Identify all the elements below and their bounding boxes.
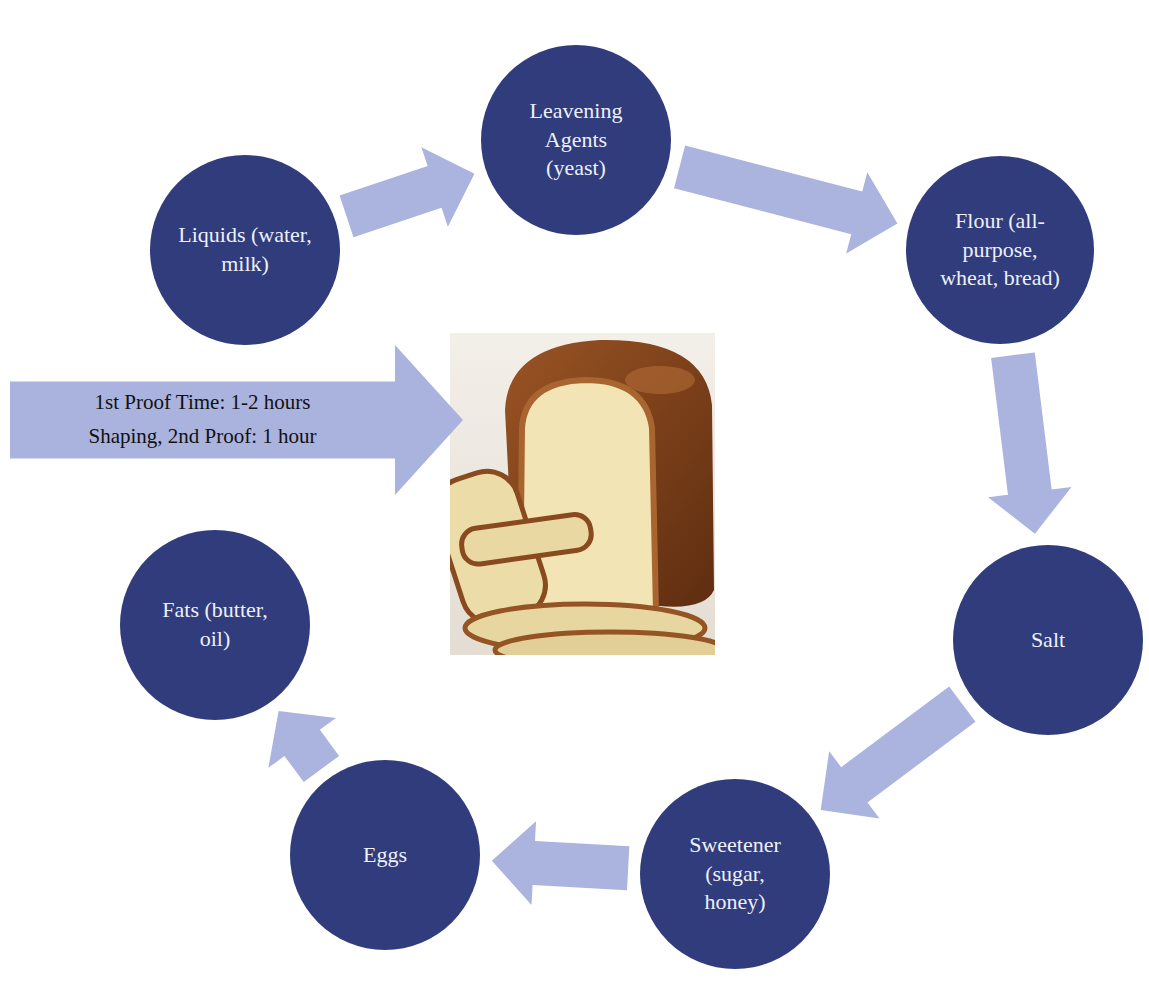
node-label: Salt bbox=[983, 626, 1113, 655]
node-label: Liquids (water, milk) bbox=[178, 221, 313, 278]
arrow-shape bbox=[10, 345, 463, 495]
block-arrow bbox=[821, 686, 976, 818]
text-group: 1st Proof Time: 1-2 hoursShaping, 2nd Pr… bbox=[10, 386, 395, 453]
node-label: Leavening Agents (yeast) bbox=[514, 97, 639, 183]
bread-slice bbox=[460, 512, 594, 566]
block-arrow bbox=[492, 821, 630, 905]
arrow-body bbox=[10, 345, 463, 495]
text-group: Eggs bbox=[320, 841, 450, 870]
block-arrow bbox=[268, 711, 339, 782]
bread-photo bbox=[450, 333, 715, 655]
text-group: Flour (all-purpose, wheat, bread) bbox=[938, 207, 1063, 293]
node-label: 1st Proof Time: 1-2 hours bbox=[10, 386, 395, 420]
block-arrow bbox=[988, 353, 1071, 534]
ingredient-circle: Salt bbox=[953, 545, 1143, 735]
text-group: Liquids (water, milk) bbox=[178, 221, 313, 278]
ingredient-circle: Liquids (water, milk) bbox=[150, 155, 340, 345]
node-label: Eggs bbox=[320, 841, 450, 870]
block-arrow bbox=[674, 146, 897, 254]
ingredient-circle: Fats (butter, oil) bbox=[120, 530, 310, 720]
ingredient-circle: Sweetener (sugar, honey) bbox=[640, 779, 830, 969]
node-label: Fats (butter, oil) bbox=[153, 596, 278, 653]
ingredient-circle: Eggs bbox=[290, 760, 480, 950]
text-group: Sweetener (sugar, honey) bbox=[673, 831, 798, 917]
proof-time-arrow: 1st Proof Time: 1-2 hoursShaping, 2nd Pr… bbox=[10, 345, 463, 495]
node-label: Flour (all-purpose, wheat, bread) bbox=[938, 207, 1063, 293]
text-group: Fats (butter, oil) bbox=[153, 596, 278, 653]
bread-slice bbox=[495, 632, 715, 655]
crust-highlight bbox=[625, 366, 695, 394]
ingredient-circle: Flour (all-purpose, wheat, bread) bbox=[906, 156, 1094, 344]
text-group: Salt bbox=[983, 626, 1113, 655]
node-label: Sweetener (sugar, honey) bbox=[673, 831, 798, 917]
node-label: Shaping, 2nd Proof: 1 hour bbox=[10, 420, 395, 454]
ingredient-circle: Leavening Agents (yeast) bbox=[481, 45, 671, 235]
block-arrow bbox=[340, 147, 475, 237]
text-group: Leavening Agents (yeast) bbox=[514, 97, 639, 183]
